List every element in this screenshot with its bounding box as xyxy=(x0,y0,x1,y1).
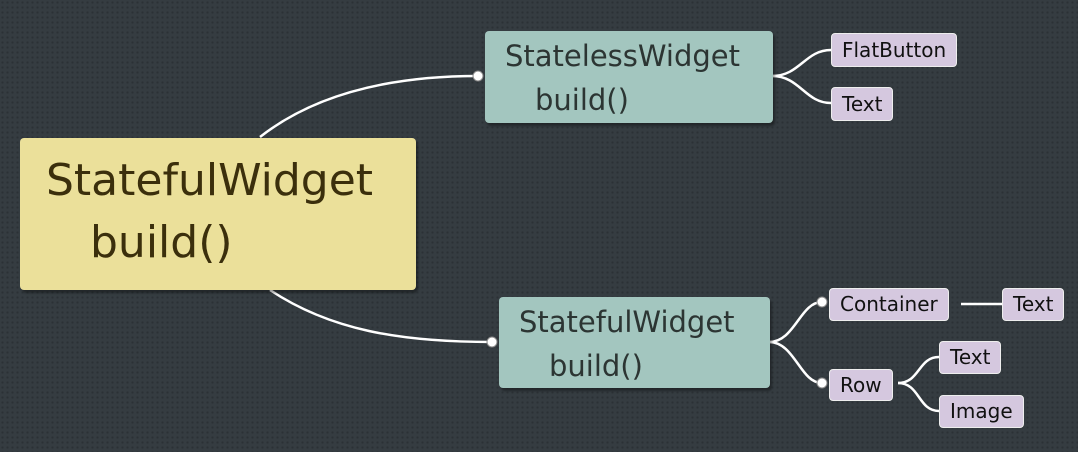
leaf-text[interactable]: Text xyxy=(831,87,894,121)
collapse-handle xyxy=(486,336,498,348)
collapse-handle xyxy=(472,70,484,82)
leaf-flatbutton[interactable]: FlatButton xyxy=(831,33,958,67)
leaf-container[interactable]: Container xyxy=(829,288,949,321)
root-node[interactable]: StatefulWidget build() xyxy=(20,138,416,290)
node-title: StatefulWidget xyxy=(519,305,735,339)
leaf-row[interactable]: Row xyxy=(829,369,893,401)
leaf-row-text[interactable]: Text xyxy=(939,341,1002,374)
leaf-row-image[interactable]: Image xyxy=(939,395,1024,428)
node-method: build() xyxy=(549,349,643,383)
stateful-child-node[interactable]: StatefulWidget build() xyxy=(499,297,770,388)
root-title: StatefulWidget xyxy=(46,155,374,206)
node-title: StatelessWidget xyxy=(505,39,741,73)
leaf-container-text[interactable]: Text xyxy=(1002,288,1065,321)
collapse-handle xyxy=(816,296,828,308)
stateless-node[interactable]: StatelessWidget build() xyxy=(485,31,773,123)
node-method: build() xyxy=(535,83,629,117)
root-method: build() xyxy=(90,217,233,268)
collapse-handle xyxy=(816,377,828,389)
